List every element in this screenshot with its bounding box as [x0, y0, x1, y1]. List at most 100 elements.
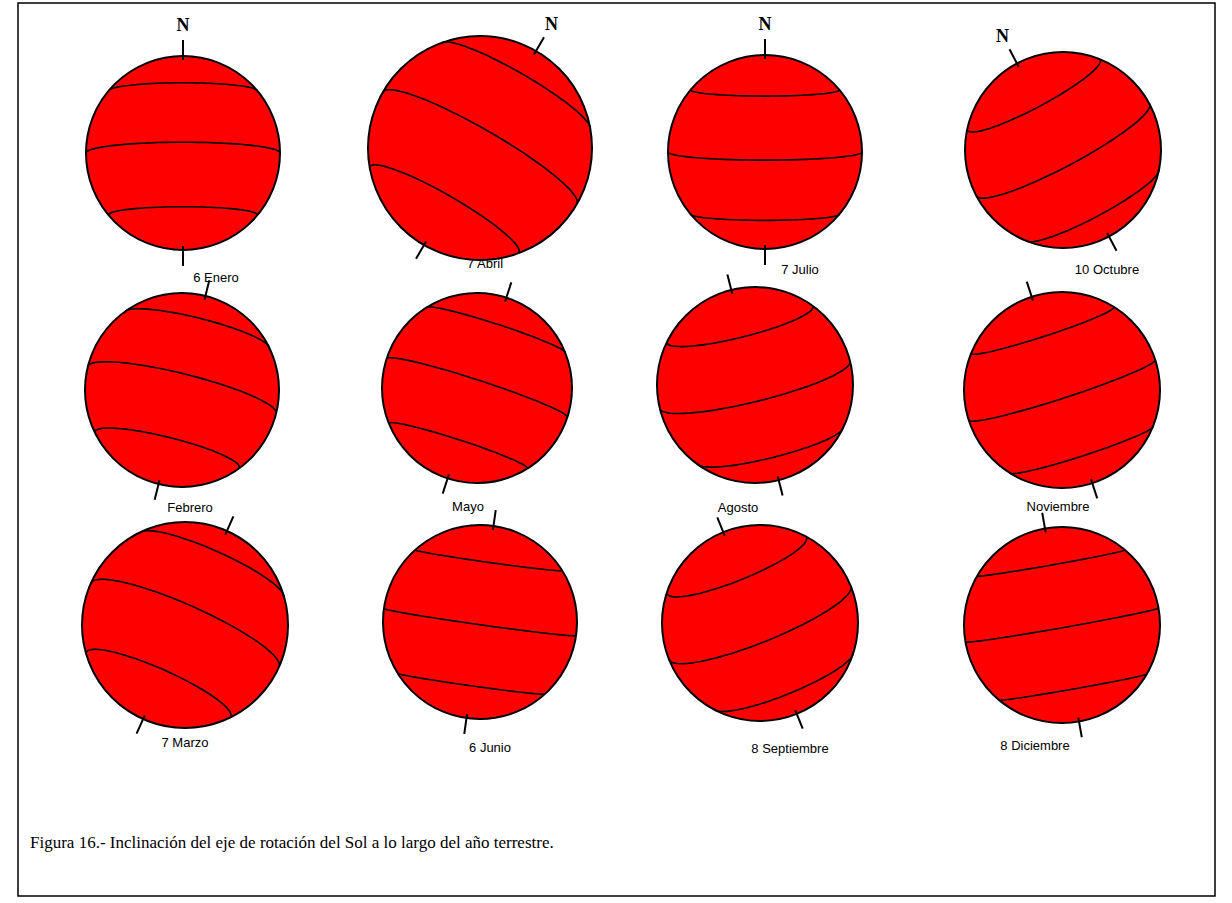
- south-axis-tick: [1078, 718, 1081, 738]
- date-label: 10 Octubre: [1075, 263, 1139, 278]
- sun-disc: [382, 282, 572, 493]
- north-axis-tick: [182, 40, 184, 60]
- north-axis-tick: [1042, 513, 1045, 533]
- sun-disc: [662, 517, 858, 728]
- south-axis-tick: [443, 475, 449, 494]
- sun-disc: [85, 280, 279, 499]
- latitude-line: [968, 60, 1101, 132]
- latitude-line: [667, 307, 813, 347]
- latitude-line: [398, 673, 545, 694]
- sun-disc: [668, 39, 862, 265]
- north-axis-tick: [1027, 282, 1033, 301]
- north-axis-tick: [493, 510, 496, 530]
- sun-circle: [662, 525, 858, 721]
- sun-circle: [368, 36, 592, 260]
- south-axis-tick: [416, 242, 426, 259]
- sun-disc: [965, 49, 1161, 250]
- south-axis-tick: [137, 715, 145, 733]
- latitude-line: [999, 674, 1147, 700]
- latitude-line: [697, 427, 843, 467]
- sun-circle: [965, 52, 1161, 248]
- sun-disc: [657, 274, 853, 495]
- latitude-line: [965, 608, 1158, 642]
- north-axis-tick: [1009, 49, 1018, 67]
- latitude-line: [1010, 427, 1153, 474]
- sun-circle: [85, 293, 279, 487]
- south-axis-tick: [1091, 479, 1097, 498]
- south-axis-tick: [1107, 233, 1116, 251]
- latitude-line: [86, 142, 280, 153]
- sun-circle: [657, 287, 853, 483]
- north-label: N: [545, 14, 558, 35]
- latitude-line: [971, 307, 1114, 354]
- latitude-line: [383, 90, 577, 204]
- latitude-line: [125, 309, 269, 349]
- south-axis-tick: [155, 480, 160, 499]
- sun-circle: [86, 56, 280, 250]
- latitude-line: [109, 83, 258, 91]
- latitude-line: [977, 550, 1125, 576]
- south-axis-tick: [795, 710, 802, 729]
- sun-disc: [964, 282, 1160, 499]
- sun-circle: [964, 527, 1160, 723]
- latitude-line: [109, 207, 258, 215]
- south-axis-tick: [464, 714, 467, 734]
- latitude-line: [87, 649, 231, 716]
- sun-disc: [964, 513, 1160, 738]
- north-axis-tick: [225, 516, 233, 534]
- latitude-line: [370, 165, 519, 253]
- date-label: 8 Septiembre: [751, 742, 828, 757]
- north-label: N: [996, 26, 1009, 47]
- latitude-line: [691, 90, 840, 96]
- sun-circle: [668, 55, 862, 249]
- latitude-line: [441, 42, 590, 130]
- latitude-line: [691, 214, 840, 220]
- date-label: Mayo: [452, 500, 484, 515]
- date-label: Noviembre: [1027, 500, 1090, 515]
- latitude-line: [95, 428, 239, 468]
- latitude-line: [660, 361, 850, 413]
- latitude-line: [139, 531, 283, 598]
- latitude-line: [88, 362, 276, 414]
- date-label: 8 Diciembre: [1000, 739, 1069, 754]
- date-label: 6 Junio: [469, 741, 511, 756]
- sun-circle: [383, 525, 577, 719]
- latitude-line: [427, 307, 565, 353]
- latitude-line: [668, 152, 862, 160]
- date-label: Agosto: [718, 501, 758, 516]
- date-label: Febrero: [167, 501, 213, 516]
- sun-disc: [86, 40, 280, 266]
- north-axis-tick: [764, 39, 766, 59]
- south-axis-tick: [778, 476, 783, 495]
- sun-circle: [964, 292, 1160, 488]
- figure-caption: Figura 16.- Inclinación del eje de rotac…: [30, 833, 554, 853]
- latitude-line: [976, 104, 1149, 198]
- date-label: 7 Marzo: [162, 736, 209, 751]
- sun-disc: [383, 510, 577, 734]
- latitude-line: [667, 538, 806, 597]
- latitude-line: [669, 586, 851, 663]
- date-label: 6 Enero: [193, 271, 239, 286]
- sun-disc: [368, 36, 592, 260]
- figure-frame: [18, 3, 1215, 896]
- date-label: 7 Julio: [781, 263, 819, 278]
- north-axis-tick: [727, 274, 732, 293]
- south-axis-tick: [182, 246, 184, 266]
- north-label: N: [759, 14, 772, 35]
- latitude-line: [384, 609, 576, 636]
- latitude-line: [714, 652, 853, 711]
- north-axis-tick: [717, 517, 724, 536]
- north-label: N: [177, 15, 190, 36]
- south-axis-tick: [764, 245, 766, 265]
- latitude-line: [969, 360, 1155, 422]
- sun-disc: [82, 516, 288, 733]
- latitude-line: [1026, 170, 1159, 242]
- north-axis-tick: [505, 282, 511, 301]
- date-label: 7 Abril: [467, 257, 503, 272]
- sun-circle: [82, 522, 288, 728]
- latitude-line: [387, 358, 568, 418]
- latitude-line: [415, 550, 562, 571]
- north-axis-tick: [534, 37, 544, 54]
